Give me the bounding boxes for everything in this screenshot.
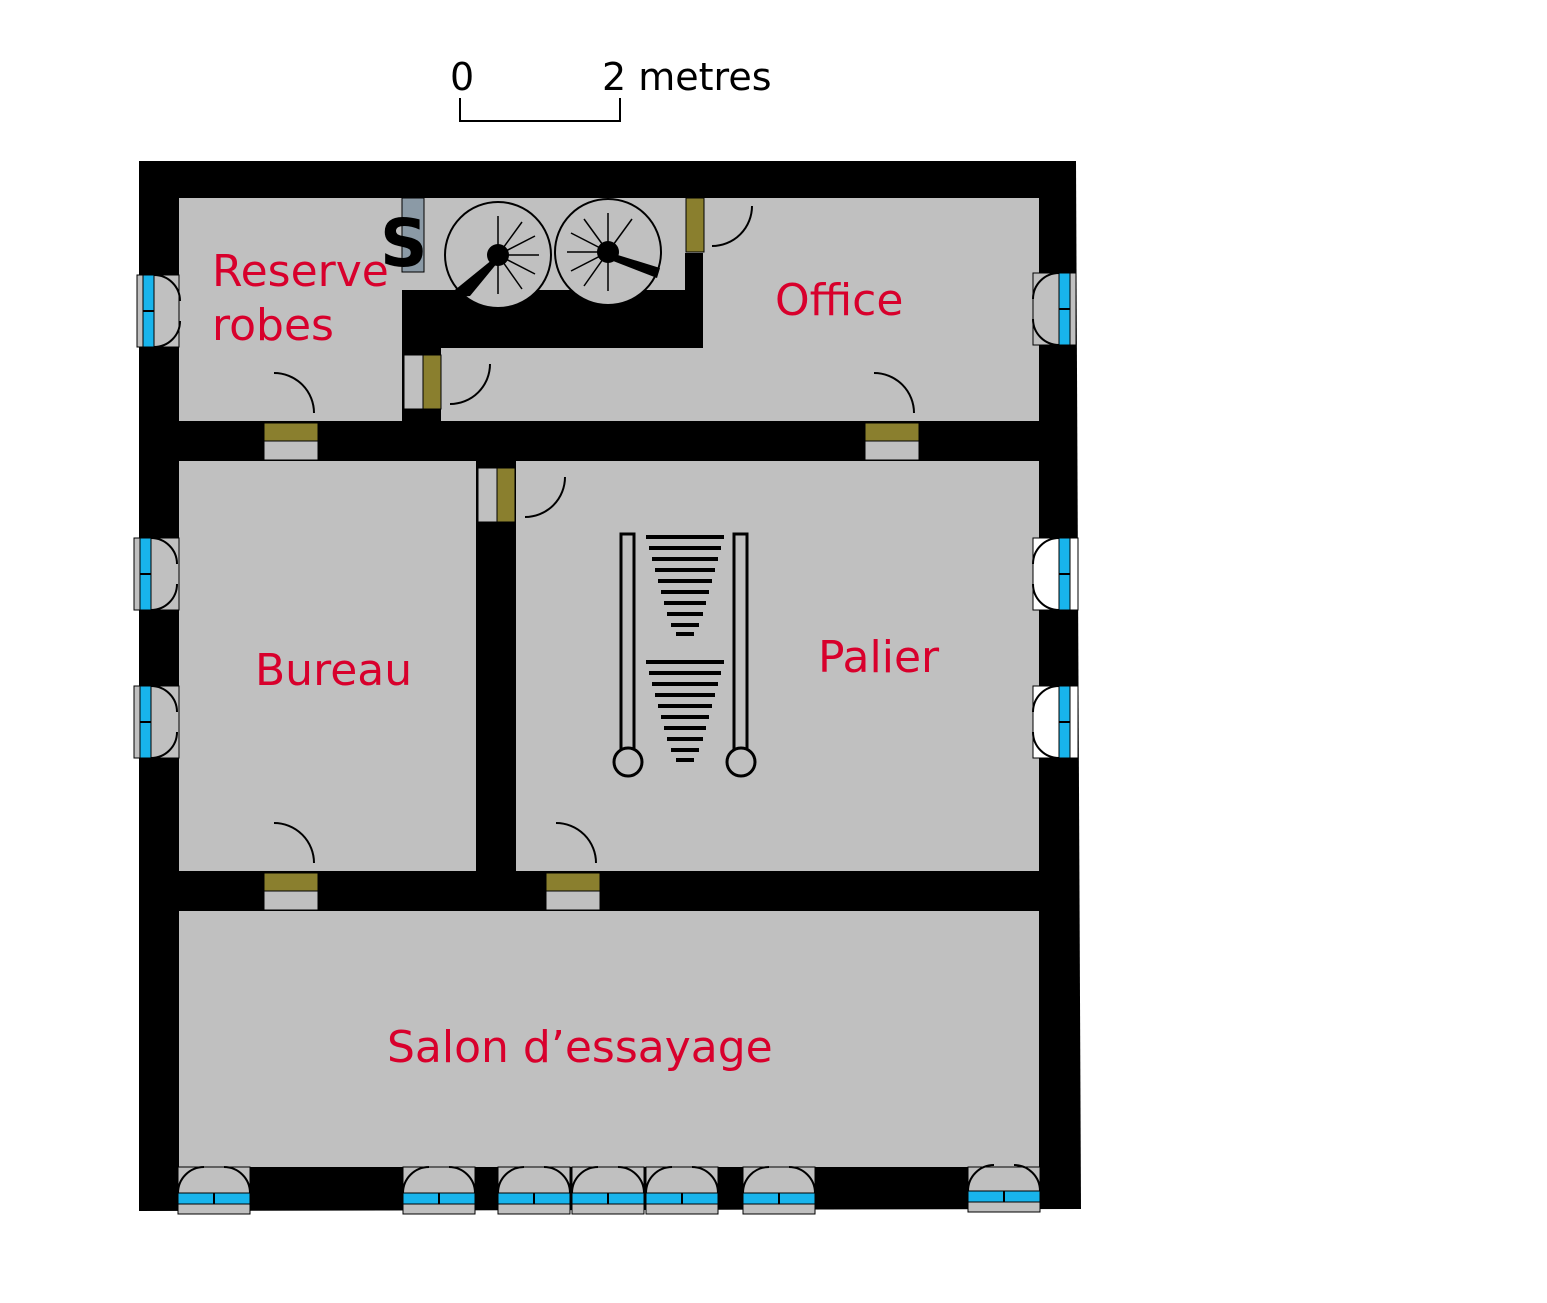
label-palier: Palier [818,632,940,683]
stair-marker-label: S [380,205,428,282]
window-bottom-6 [742,1166,816,1215]
scale-bar: 0 2 metres [450,55,772,122]
label-bureau: Bureau [255,645,412,696]
window-right-palier-1 [1032,537,1079,611]
window-left-reserve [136,274,181,348]
spiral-staircase-right [554,198,662,306]
scale-end-label: 2 metres [602,55,772,99]
room-salon [179,911,1039,1167]
door-palier [545,822,601,911]
window-right-palier-2 [1032,685,1079,759]
scale-bar-line [459,98,621,122]
window-right-office [1032,272,1077,346]
label-reserve-robes-line1: Reserve [212,246,389,297]
door-palier-top [477,467,566,523]
label-reserve-robes-line2: robes [212,300,334,351]
window-bottom-2 [402,1166,476,1215]
door-spiral-office [685,197,753,253]
window-bottom-7 [967,1164,1041,1213]
door-office [864,372,920,461]
spiral-staircase-left [444,201,552,309]
window-bottom-3 [497,1166,571,1215]
door-bureau [263,822,319,911]
window-left-bureau-2 [133,685,180,759]
window-bottom-5 [645,1166,719,1215]
window-left-bureau-1 [133,537,180,611]
label-office: Office [775,275,903,326]
room-reserve-robes [179,198,402,421]
scale-start-label: 0 [450,55,474,99]
door-stair-office [403,354,491,410]
room-office [441,198,1039,421]
window-bottom-1 [177,1166,251,1215]
label-salon: Salon d’essayage [387,1022,773,1073]
door-reserve-robes [263,372,319,461]
stair-rail-post [401,197,425,273]
room-bureau [179,461,476,871]
room-palier [516,461,1039,871]
window-bottom-4 [571,1166,645,1215]
main-staircase [612,532,757,778]
